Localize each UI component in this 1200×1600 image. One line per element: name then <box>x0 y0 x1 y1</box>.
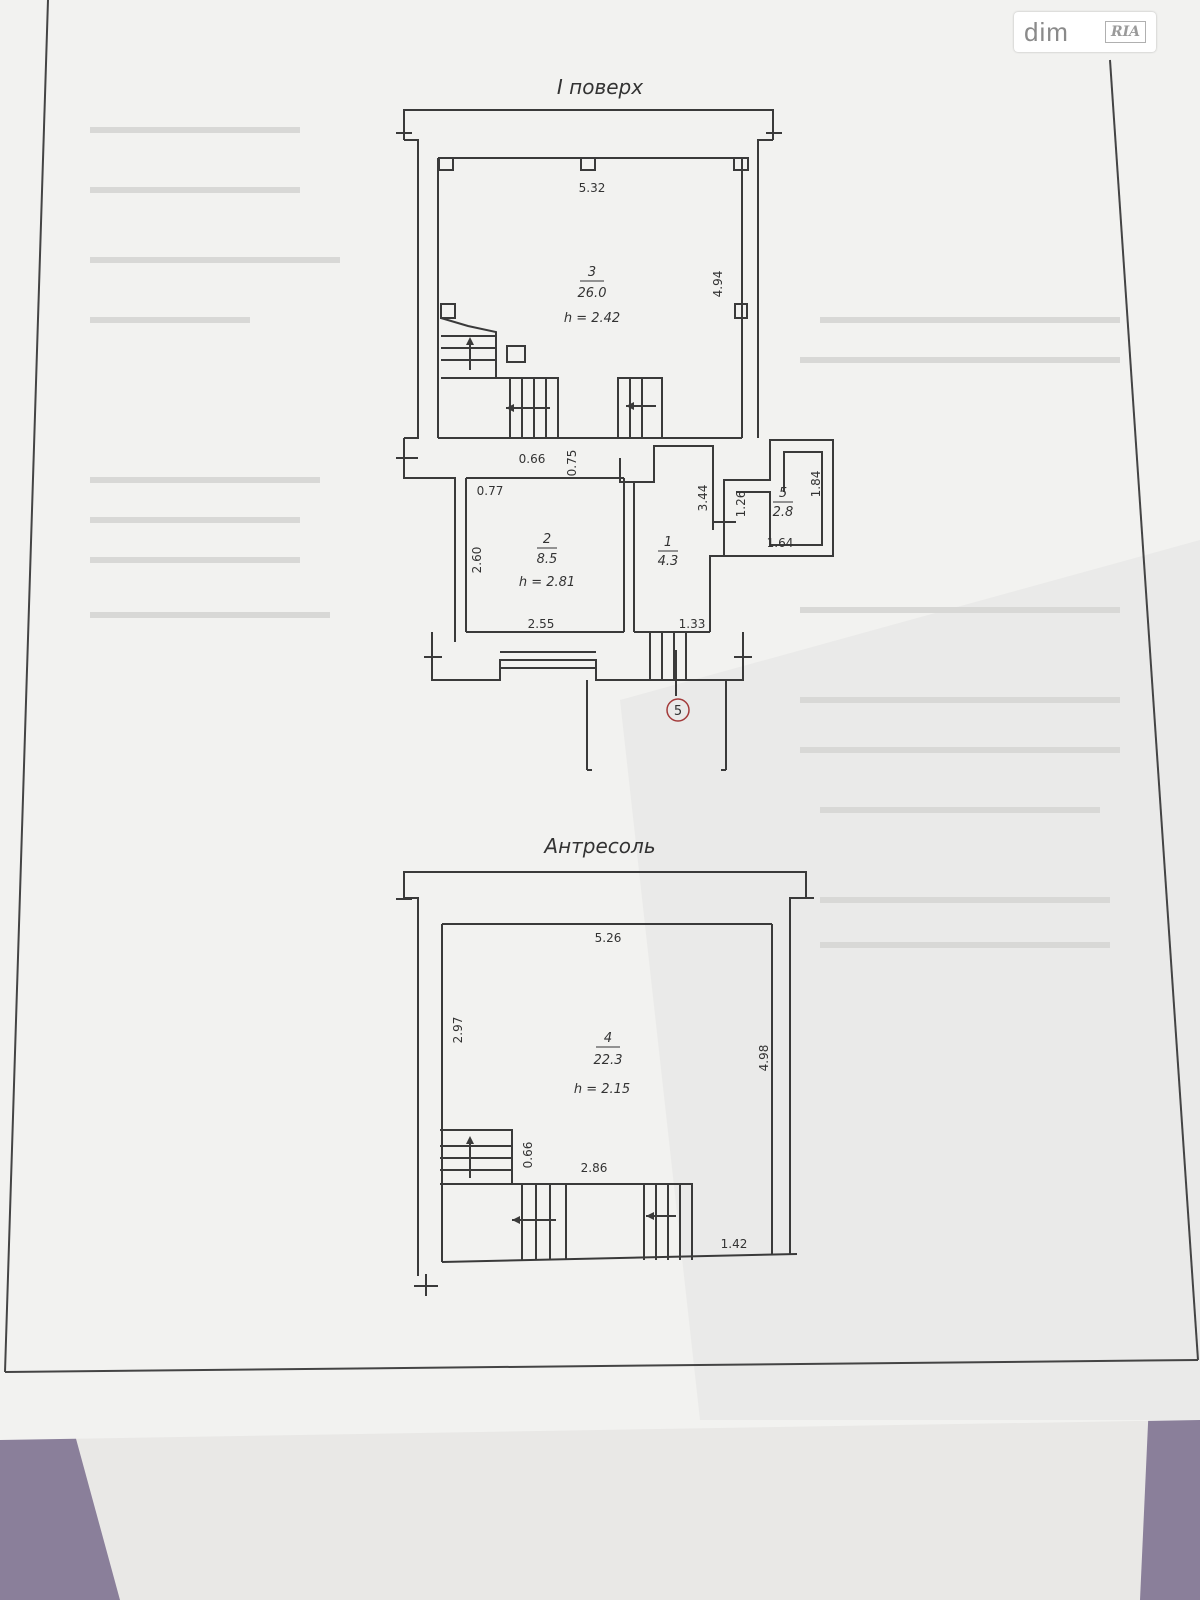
room-2-number: 2 <box>543 532 551 547</box>
dim-r5-width: 1.64 <box>767 536 794 550</box>
dim-r2-top: 0.77 <box>477 484 504 498</box>
room-1-number: 1 <box>664 535 672 550</box>
axis-marker-circle <box>666 698 690 722</box>
room-4-height: h = 2.15 <box>574 1082 630 1097</box>
dim-hall-a: 0.66 <box>519 452 546 466</box>
dim-r2-width: 2.55 <box>528 617 555 631</box>
dim-r2-height: 2.60 <box>470 547 484 574</box>
room-3-height: h = 2.42 <box>564 311 620 326</box>
dim-r4-stair-w: 2.86 <box>581 1161 608 1175</box>
watermark-badge: RIA <box>1104 21 1146 43</box>
watermark-logo: dim RIA <box>1014 12 1156 52</box>
dim-r1-depth: 3.44 <box>696 485 710 512</box>
room-4-area: 22.3 <box>594 1053 623 1068</box>
lower-paper-sheet <box>60 1380 1150 1600</box>
shadow-area <box>620 540 1200 1420</box>
frame-right-line <box>1109 59 1199 1361</box>
floor-1-plan <box>396 109 834 771</box>
dim-r4-width: 5.26 <box>595 931 622 945</box>
dim-r4-stair-h: 0.66 <box>521 1142 535 1169</box>
dim-r4-right: 4.98 <box>757 1045 771 1072</box>
dim-r5-depth: 1.84 <box>809 471 823 498</box>
room-2-height: h = 2.81 <box>519 575 575 590</box>
frame-left-line <box>4 0 49 1373</box>
dim-r1-width: 1.33 <box>679 617 706 631</box>
dim-r5-side: 1.26 <box>734 491 748 518</box>
faint-text-lines <box>90 127 1120 948</box>
floor-2-title: Антресоль <box>542 834 655 858</box>
room-5-number: 5 <box>779 486 787 501</box>
axis-marker-label: 5 <box>674 704 682 719</box>
dim-r4-left: 2.97 <box>451 1017 465 1044</box>
dim-r3-depth: 4.94 <box>711 271 725 298</box>
watermark-brand: dim <box>1024 16 1069 47</box>
room-3-area: 26.0 <box>578 286 607 301</box>
room-2-area: 8.5 <box>537 552 558 567</box>
room-1-area: 4.3 <box>658 554 679 569</box>
dim-r4-corner: 1.42 <box>721 1237 748 1251</box>
dim-r3-width: 5.32 <box>579 181 606 195</box>
floor-1-stair-arrows <box>466 337 634 412</box>
floor-2-stair-arrows <box>466 1136 654 1224</box>
room-3-number: 3 <box>588 265 596 280</box>
floor-2-dimensions: 5.26 2.97 4.98 0.66 2.86 1.42 <box>451 931 771 1251</box>
frame-bottom-line <box>4 1359 1199 1373</box>
room-4-number: 4 <box>604 1031 612 1046</box>
floor-1-dimensions: 5.32 4.94 0.66 0.75 0.77 2.60 2.55 3.44 … <box>470 181 823 631</box>
room-5-area: 2.8 <box>773 505 794 520</box>
floor-1-room-labels: 3 26.0 h = 2.42 2 8.5 h = 2.81 1 4.3 5 2… <box>519 265 794 590</box>
floor-2-room-labels: 4 22.3 h = 2.15 <box>574 1031 630 1097</box>
dim-hall-b: 0.75 <box>565 450 579 477</box>
floor-2-plan <box>396 871 814 1296</box>
floor-1-title: I поверх <box>557 75 643 99</box>
